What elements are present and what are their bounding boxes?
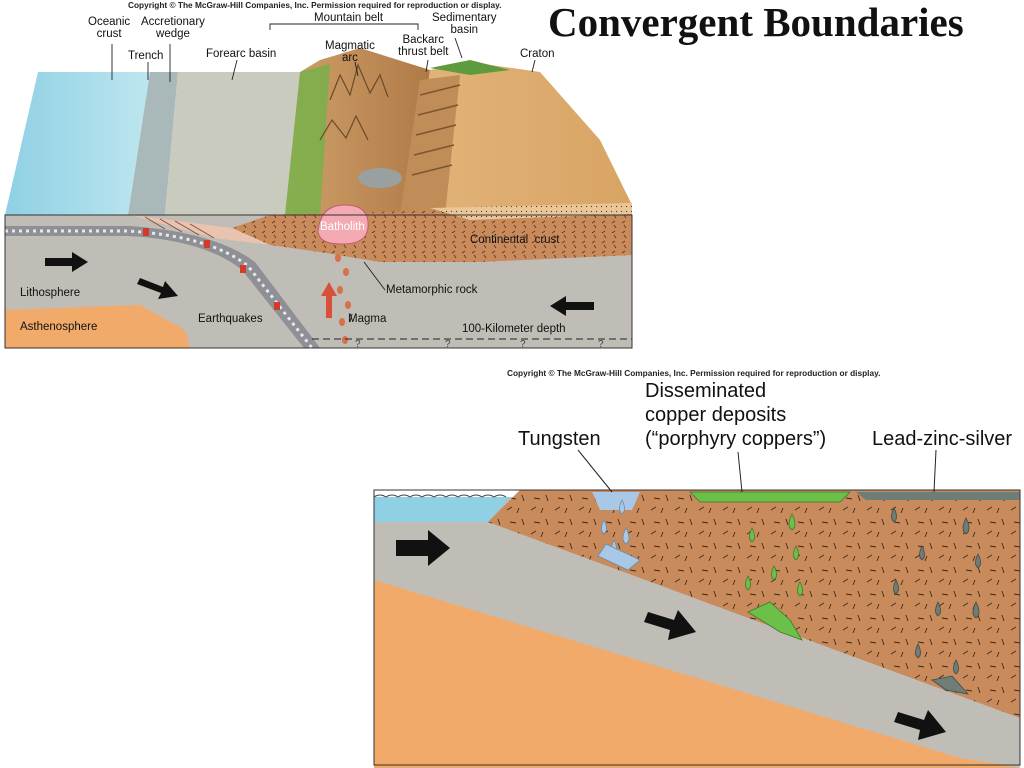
label-oceanic-crust: Oceanic crust [88,16,131,40]
label-craton: Craton [520,48,555,60]
asthenosphere-layer [5,305,190,348]
label-continental-crust: Continental crust [470,234,560,246]
flow-arrow-continent [550,296,594,316]
ocean-surface [5,72,150,215]
backarc-thrust-surface [400,75,460,215]
basin-vegetation [430,60,510,75]
slide-title: Convergent Boundaries [548,0,964,45]
label-disseminated-3: (“porphyry coppers”) [645,428,827,450]
label-magmatic-arc: Magmatic arc [325,40,375,64]
plate-arrow-2 [644,610,696,640]
label-lead-zinc-silver: Lead-zinc-silver [872,428,1013,450]
svg-text:?: ? [598,339,604,350]
tungsten-surface [592,492,640,510]
earthquake-marker [204,240,210,248]
label-sedimentary-basin: Sedimentary basin [432,12,497,36]
label-lithosphere: Lithosphere [20,287,81,299]
top-leader-lines [111,23,536,323]
label-asthenosphere: Asthenosphere [20,321,98,333]
svg-text:?: ? [520,339,526,350]
label-accretionary-wedge: Accretionary wedge [141,16,205,40]
tungsten-droplets [597,499,641,571]
earthquake-marker [240,265,246,273]
label-mountain-belt: Mountain belt [314,12,384,24]
volcanic-cloud [358,168,402,188]
cross-section: ? ? ? ? [4,203,633,350]
trench-surface [128,72,178,215]
bottom-copyright: Copyright © The McGraw-Hill Companies, I… [507,368,881,378]
plate-arrow-3 [894,710,946,740]
label-100km-depth: 100-Kilometer depth [462,323,566,335]
flow-arrow-subduction [137,278,178,299]
top-copyright: Copyright © The McGraw-Hill Companies, I… [128,0,502,10]
bottom-leader-lines [577,449,937,493]
sea [374,497,510,522]
flow-arrow-lithosphere [45,252,88,272]
subducting-plate [374,522,1020,768]
label-backarc-thrust-belt: Backarc thrust belt [398,34,449,58]
copper-droplets [745,513,803,641]
arc-vegetation [285,64,330,215]
plate-arrow-1 [396,530,450,566]
copper-surface [689,491,851,503]
craton-surface [410,62,632,215]
lead-zinc-droplets [891,507,981,695]
label-trench: Trench [128,50,164,62]
label-tungsten: Tungsten [518,428,601,450]
label-forearc-basin: Forearc basin [206,48,277,60]
lead-zinc-surface [856,492,1020,500]
label-disseminated-2: copper deposits [645,404,787,426]
earthquake-marker [143,228,149,236]
ore-deposit-cross-section [373,489,1021,768]
earthquake-marker [274,302,280,310]
svg-text:?: ? [445,339,451,350]
label-metamorphic-rock: Metamorphic rock [386,284,478,296]
forearc-basin-surface [165,72,300,215]
label-batholith: Batholith [320,221,365,233]
top-surface [5,48,632,215]
mantle-layer [374,580,1020,768]
subducting-slab [5,226,320,348]
magma-arrow [321,282,337,318]
label-magma: Magma [348,313,387,325]
label-disseminated-1: Disseminated [645,380,767,402]
magma-droplets [335,254,351,344]
svg-text:?: ? [355,339,361,350]
label-earthquakes: Earthquakes [198,313,263,325]
